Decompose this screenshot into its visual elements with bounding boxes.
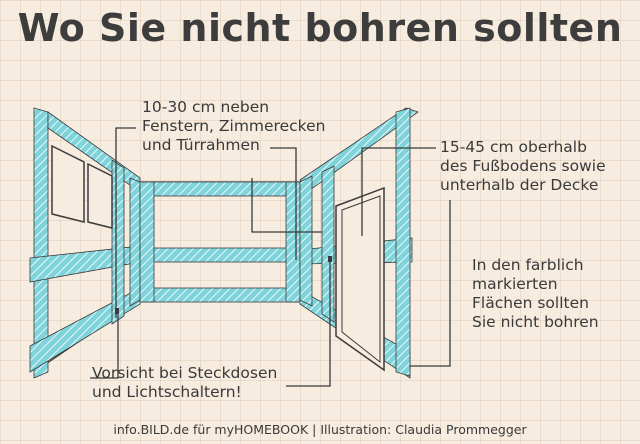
windows (51, 144, 113, 229)
back-wall-zones (139, 181, 301, 303)
leader-lines (90, 127, 451, 387)
socket-markers (115, 256, 332, 314)
note-window-corner-distance: 10-30 cm neben Fenstern, Zimmerecken und… (142, 98, 326, 154)
left-wall-zones (29, 107, 141, 379)
page-title: Wo Sie nicht bohren sollten (17, 6, 623, 50)
note-sockets-switches: Vorsicht bei Steckdosen und Lichtschalte… (92, 364, 278, 401)
footer-credit: info.BILD.de für myHOMEBOOK | Illustrati… (113, 422, 527, 437)
note-floor-ceiling-distance: 15-45 cm oberhalb des Fußbodens sowie un… (440, 138, 606, 194)
note-marked-areas: In den farblich markierten Flächen sollt… (472, 256, 599, 331)
door (335, 186, 385, 372)
